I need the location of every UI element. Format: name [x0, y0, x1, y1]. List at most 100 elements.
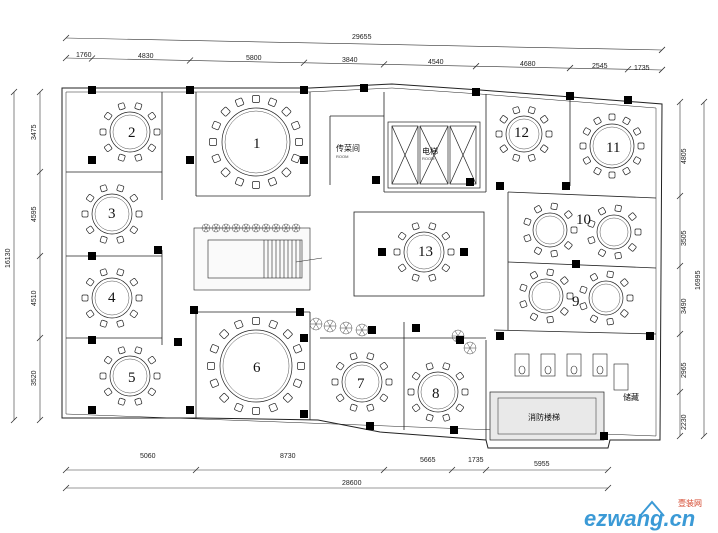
elevator-label: 电梯	[422, 146, 438, 156]
chair	[281, 167, 292, 178]
plant	[281, 223, 291, 233]
chair	[379, 393, 388, 402]
chair	[519, 300, 528, 309]
table-number-4: 4	[108, 290, 116, 306]
chair	[291, 120, 301, 131]
dim-tick	[62, 466, 70, 474]
table-top	[91, 193, 133, 235]
chair	[442, 413, 451, 422]
chair	[211, 153, 221, 164]
table-top	[528, 278, 564, 314]
chair	[540, 144, 549, 153]
chair	[117, 346, 126, 355]
column	[472, 88, 480, 96]
chair	[86, 309, 95, 318]
chair	[455, 372, 464, 381]
dim-tick	[676, 330, 684, 338]
chair	[411, 222, 420, 231]
table-number-11: 11	[606, 140, 620, 156]
dim-tick	[676, 192, 684, 200]
chair	[519, 283, 528, 292]
chair	[379, 362, 388, 371]
stall	[566, 353, 582, 377]
table-numbers: 1 2 3 4 5 6 7 8 9 10 11 12 13	[108, 125, 620, 402]
chair	[606, 270, 614, 278]
dining-tables	[81, 95, 645, 422]
chair	[455, 403, 464, 412]
chair	[99, 372, 107, 380]
table-inner	[592, 126, 632, 166]
dim-tick	[380, 466, 388, 474]
chair	[134, 153, 143, 162]
dim-tick	[62, 34, 70, 42]
plant	[355, 323, 369, 337]
chair	[336, 362, 345, 371]
chair	[293, 378, 303, 388]
plant	[463, 341, 477, 355]
table-inner	[406, 234, 442, 270]
chair	[86, 194, 95, 203]
table-10b	[587, 204, 642, 260]
chair	[587, 219, 596, 228]
chair	[207, 362, 215, 370]
table-inner	[531, 281, 561, 311]
chair	[620, 309, 629, 318]
chair	[461, 388, 469, 396]
fire-stairs-label: 消防楼梯	[528, 412, 560, 422]
chair	[398, 232, 407, 241]
chair	[99, 319, 108, 328]
chair	[545, 130, 553, 138]
chair	[428, 273, 437, 282]
stall	[592, 353, 608, 377]
dimension-ticks	[10, 34, 708, 492]
chair	[147, 143, 156, 152]
chair	[564, 241, 573, 250]
chair	[550, 202, 558, 210]
table-top	[532, 212, 568, 248]
table-inner	[420, 374, 456, 410]
table-top	[403, 231, 445, 273]
dim-tick	[676, 262, 684, 270]
dim-bottom-3: 1735	[468, 457, 484, 464]
table-6	[207, 317, 305, 415]
dim-tick	[676, 388, 684, 396]
chair	[499, 115, 508, 124]
chair	[566, 292, 574, 300]
dim-tick	[186, 57, 194, 64]
column	[300, 156, 308, 164]
plant	[291, 223, 301, 233]
chair	[99, 184, 108, 193]
chair	[527, 106, 536, 115]
column	[368, 326, 376, 334]
chair	[293, 344, 303, 354]
table-inner	[94, 196, 130, 232]
chair	[147, 356, 156, 365]
dim-bottom-1: 8730	[280, 453, 296, 460]
dim-bottom-2: 5665	[420, 457, 436, 464]
column	[450, 426, 458, 434]
dim-top-2: 5800	[246, 55, 262, 62]
chair	[234, 177, 245, 187]
table-inner	[112, 358, 148, 394]
chair	[579, 142, 587, 150]
dim-right-1: 3505	[681, 230, 688, 246]
chair	[614, 204, 622, 212]
table-9b	[579, 270, 634, 326]
interior-walls	[66, 92, 657, 440]
column	[496, 332, 504, 340]
chair	[117, 397, 126, 406]
table-number-1: 1	[253, 136, 261, 152]
table-inner	[224, 110, 288, 174]
column	[186, 156, 194, 164]
chair	[442, 362, 451, 371]
column	[296, 308, 304, 316]
chair	[529, 312, 539, 321]
column	[366, 422, 374, 430]
dim-tick	[88, 55, 96, 62]
chair	[252, 95, 260, 103]
chair	[116, 319, 125, 328]
chair	[252, 181, 260, 189]
chair	[589, 273, 599, 282]
table-number-13: 13	[418, 244, 433, 260]
dim-tick	[482, 466, 490, 474]
